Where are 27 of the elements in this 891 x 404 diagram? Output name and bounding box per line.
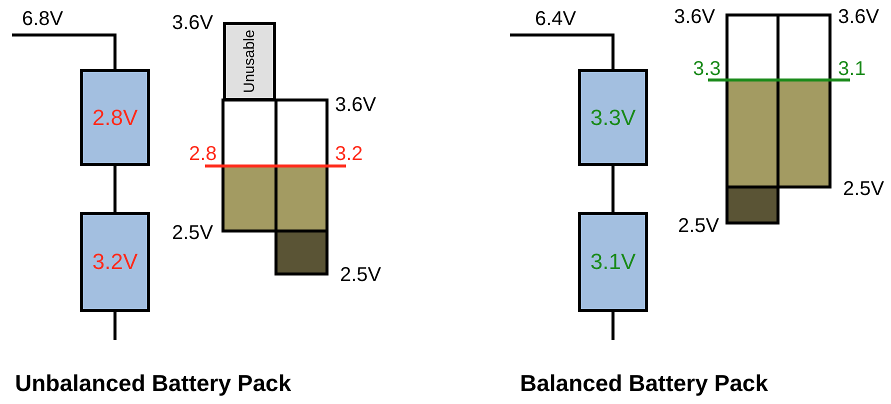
- battery-cell: 3.2V: [80, 212, 150, 312]
- wire: [510, 34, 614, 69]
- voltage-label: 2.5V: [678, 215, 720, 237]
- voltage-label: 3.6V: [838, 6, 880, 28]
- voltage-label: 2.5V: [172, 222, 214, 244]
- wire: [114, 312, 116, 340]
- voltage-label: 3.2: [335, 143, 363, 165]
- voltage-label: 2.5V: [843, 178, 884, 200]
- wire: [114, 166, 116, 212]
- battery-cell: 3.1V: [578, 212, 648, 312]
- voltage-label: 3.6V: [674, 6, 716, 28]
- voltage-label: 3.3: [693, 58, 721, 80]
- voltage-label: 2.5V: [340, 264, 382, 286]
- voltage-label: 2.8: [189, 143, 217, 165]
- voltage-label: 3.6V: [172, 12, 214, 34]
- voltage-label: 6.8V: [22, 8, 64, 30]
- voltage-label: 3.6V: [335, 94, 376, 116]
- battery-cell: 2.8V: [80, 69, 150, 166]
- wire: [612, 312, 614, 340]
- wire: [12, 34, 116, 69]
- unusable-zone: Unusable: [223, 22, 276, 101]
- voltage-label: 3.1: [838, 58, 866, 80]
- caption: Unbalanced Battery Pack: [15, 370, 292, 397]
- caption: Balanced Battery Pack: [520, 370, 768, 397]
- battery-cell: 3.3V: [578, 69, 648, 166]
- wire: [612, 166, 614, 212]
- voltage-label: 6.4V: [535, 8, 576, 30]
